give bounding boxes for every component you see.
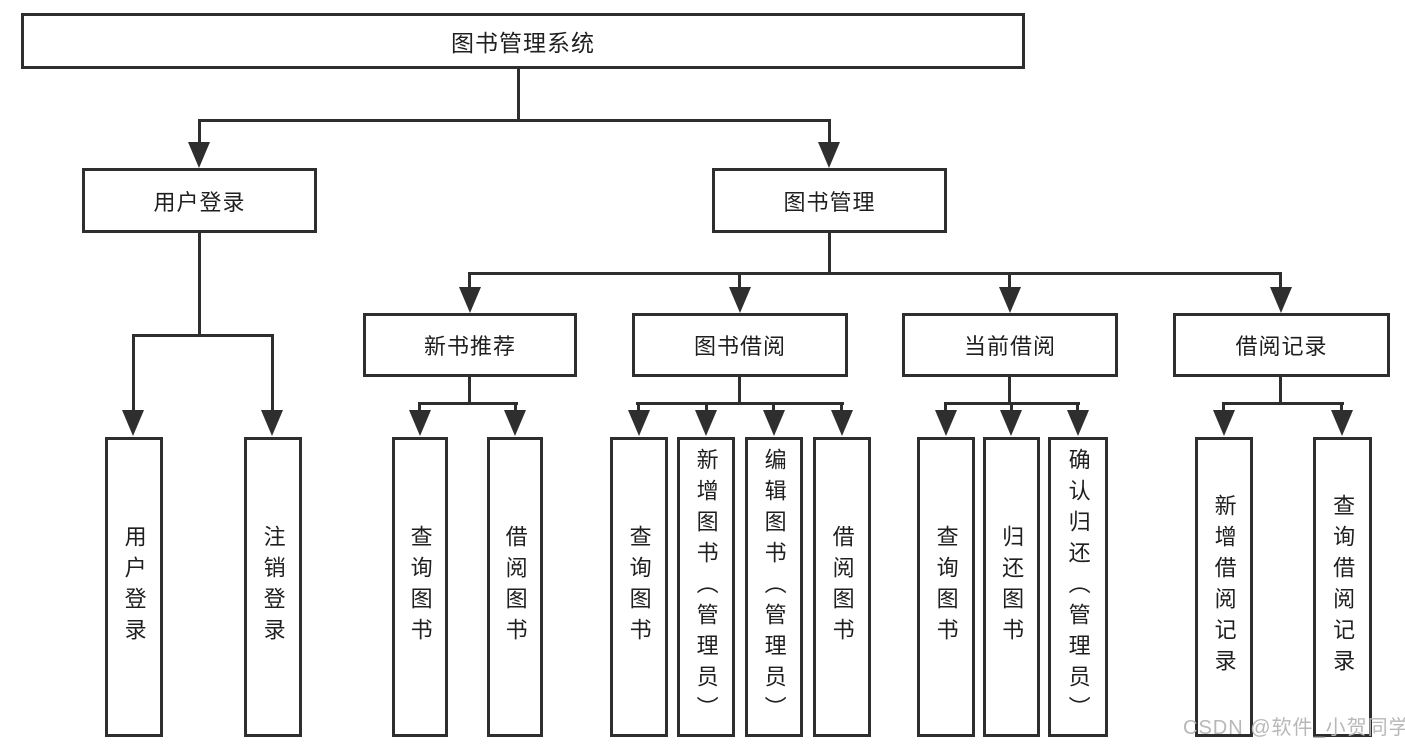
connector-rec-leaf1-stem — [1222, 404, 1225, 414]
connector-book-borrow-stem — [738, 274, 741, 288]
connector-nb-leaf1-stem — [418, 404, 421, 414]
node-current-borrow: 当前借阅 — [902, 313, 1118, 377]
leaf-rec-query: 查询借阅记录 — [1313, 437, 1372, 737]
arrow-to-nb-borrow — [504, 410, 526, 436]
arrow-to-bb-add — [695, 410, 717, 436]
arrow-to-bb-edit — [763, 410, 785, 436]
node-new-books: 新书推荐 — [363, 313, 577, 377]
connector-bb-leaf4-stem — [840, 404, 843, 414]
node-user-login: 用户登录 — [82, 168, 317, 233]
arrow-to-rec-query — [1331, 410, 1353, 436]
leaf-user-login: 用户登录 — [105, 437, 163, 737]
arrow-to-new-books — [459, 287, 481, 313]
node-borrow-records-label: 借阅记录 — [1235, 334, 1328, 359]
connector-borrow-records-stem — [1279, 274, 1282, 288]
connector-rec-bar — [1222, 402, 1344, 405]
node-book-mgmt-label: 图书管理 — [783, 189, 876, 215]
leaf-bb-edit-label: 编辑图书（管理员） — [761, 447, 787, 727]
node-root-label: 图书管理系统 — [451, 30, 595, 56]
connector-user-login-stem — [198, 121, 201, 146]
leaf-logout-label: 注销登录 — [260, 525, 286, 649]
arrow-to-book-borrow — [729, 287, 751, 313]
node-current-borrow-label: 当前借阅 — [963, 334, 1056, 359]
leaf-nb-borrow-label: 借阅图书 — [502, 525, 528, 649]
arrow-to-book-mgmt — [818, 142, 840, 168]
leaf-bb-query-label: 查询图书 — [626, 525, 652, 649]
connector-level3-bar — [468, 272, 1282, 275]
connector-rec-leaf2-stem — [1340, 404, 1343, 414]
arrow-to-cb-query — [935, 410, 957, 436]
arrow-to-user-login — [188, 142, 210, 168]
csdn-watermark: CSDN @软件_小贺同学 — [1183, 717, 1405, 739]
connector-nb-bar — [418, 402, 518, 405]
leaf-bb-borrow-label: 借阅图书 — [829, 525, 855, 649]
node-book-borrow-label: 图书借阅 — [693, 334, 786, 359]
connector-cb-leaf2-stem — [1010, 404, 1013, 414]
connector-root-stem — [517, 68, 520, 122]
connector-cb-leaf3-stem — [1076, 404, 1079, 414]
node-book-mgmt: 图书管理 — [712, 168, 947, 233]
arrow-to-leaf-user-login — [122, 410, 144, 436]
arrow-to-cb-return — [1000, 410, 1022, 436]
arrow-to-cb-confirm — [1067, 410, 1089, 436]
leaf-nb-query-label: 查询图书 — [407, 525, 433, 649]
leaf-cb-return-label: 归还图书 — [999, 525, 1025, 649]
arrow-to-rec-add — [1213, 410, 1235, 436]
leaf-rec-add: 新增借阅记录 — [1195, 437, 1253, 737]
node-root: 图书管理系统 — [21, 13, 1025, 69]
node-user-login-label: 用户登录 — [153, 189, 246, 215]
arrow-to-current-borrow — [999, 287, 1021, 313]
leaf-logout: 注销登录 — [244, 437, 302, 737]
arrow-to-nb-query — [409, 410, 431, 436]
connector-nb-down — [468, 376, 471, 404]
connector-cb-down — [1008, 376, 1011, 404]
arrow-to-borrow-records — [1270, 287, 1292, 313]
connector-bb-leaf1-stem — [637, 404, 640, 414]
leaf-rec-query-label: 查询借阅记录 — [1330, 494, 1356, 680]
leaf-bb-add: 新增图书（管理员） — [677, 437, 735, 737]
leaf-nb-borrow: 借阅图书 — [487, 437, 543, 737]
connector-level1-bar — [198, 119, 831, 122]
leaf-bb-add-label: 新增图书（管理员） — [693, 447, 719, 727]
connector-bb-down — [738, 376, 741, 404]
leaf-cb-confirm-label: 确认归还（管理员） — [1065, 447, 1091, 727]
connector-nb-leaf2-stem — [514, 404, 517, 414]
arrow-to-bb-borrow — [831, 410, 853, 436]
connector-current-borrow-stem — [1008, 274, 1011, 288]
connector-login-down — [198, 232, 201, 336]
leaf-cb-return: 归还图书 — [983, 437, 1040, 737]
leaf-bb-edit: 编辑图书（管理员） — [745, 437, 803, 737]
connector-bb-leaf3-stem — [772, 404, 775, 414]
connector-bb-bar — [636, 402, 844, 405]
leaf-cb-confirm: 确认归还（管理员） — [1048, 437, 1108, 737]
node-new-books-label: 新书推荐 — [423, 334, 516, 359]
leaf-user-login-label: 用户登录 — [121, 525, 147, 649]
connector-cb-leaf1-stem — [944, 404, 947, 414]
node-book-borrow: 图书借阅 — [632, 313, 848, 377]
connector-rec-down — [1279, 376, 1282, 404]
connector-login-leaf2-stem — [271, 336, 274, 412]
connector-login-leaf1-stem — [132, 336, 135, 412]
connector-new-books-stem — [468, 274, 471, 288]
leaf-bb-borrow: 借阅图书 — [813, 437, 871, 737]
leaf-cb-query-label: 查询图书 — [933, 525, 959, 649]
connector-login-bar — [132, 334, 274, 337]
connector-cb-bar — [944, 402, 1080, 405]
leaf-nb-query: 查询图书 — [392, 437, 448, 737]
arrow-to-bb-query — [628, 410, 650, 436]
arrow-to-leaf-logout — [261, 410, 283, 436]
leaf-rec-add-label: 新增借阅记录 — [1211, 494, 1237, 680]
connector-book-mgmt-stem — [828, 121, 831, 146]
leaf-bb-query: 查询图书 — [610, 437, 668, 737]
node-borrow-records: 借阅记录 — [1173, 313, 1390, 377]
leaf-cb-query: 查询图书 — [917, 437, 975, 737]
connector-mgmt-down — [828, 232, 831, 274]
connector-bb-leaf2-stem — [705, 404, 708, 414]
